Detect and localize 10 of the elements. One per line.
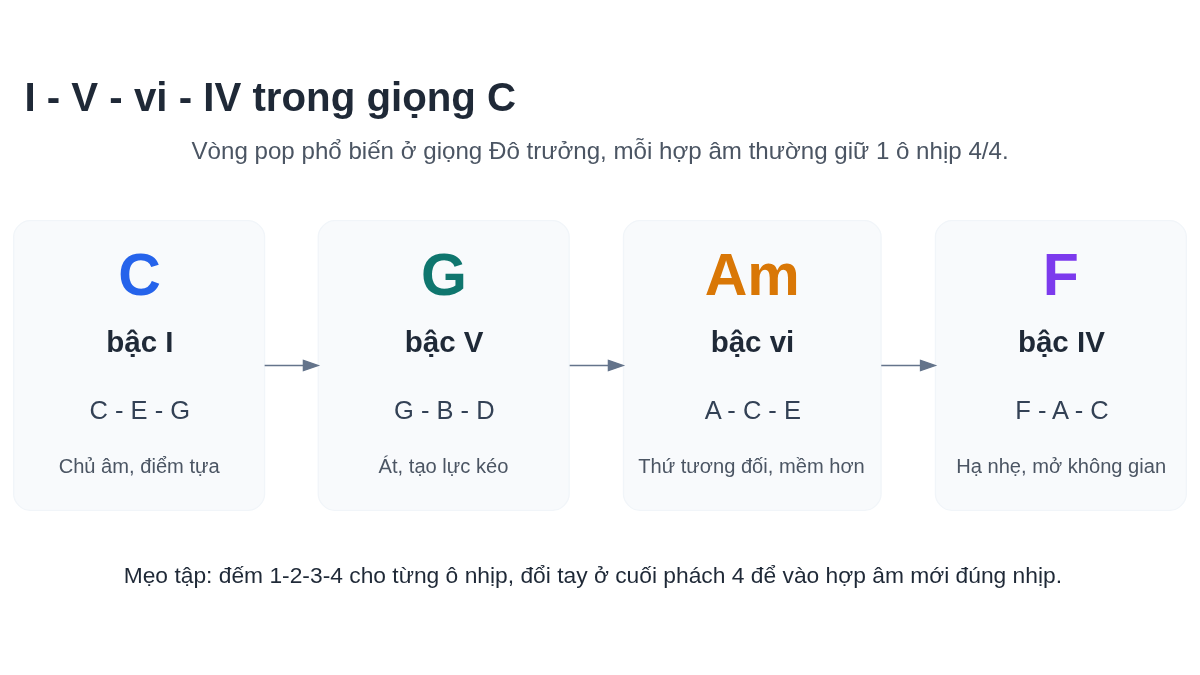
label: Mẹo tập: đếm 1-2-3-4 cho từng ô nhịp, đổi tay ở cuối phách 4 để vào hợp âm mới đúng nhịp.: [123, 561, 1063, 588]
arrow: [264, 358, 321, 372]
node-box: G bậc V G - B - D Át, tạo lực kéo: [317, 219, 570, 511]
node-box: F bậc IV F - A - C Hạ nhẹ, mở không gian: [934, 219, 1187, 511]
diagram-title: I - V - vi - IV trong giọng C: [24, 74, 517, 120]
arrow: [569, 358, 626, 372]
label: Vòng pop phổ biến ở giọng Đô trưởng, mỗi hợp âm thường giữ 1 ô nhịp 4/4.: [191, 136, 1009, 164]
arrow: [880, 358, 938, 372]
node-box: Am bậc vi A - C - E Thứ tương đối, mềm hơn: [622, 219, 882, 511]
node-box: C bậc I C - E - G Chủ âm, điểm tựa: [13, 219, 266, 511]
